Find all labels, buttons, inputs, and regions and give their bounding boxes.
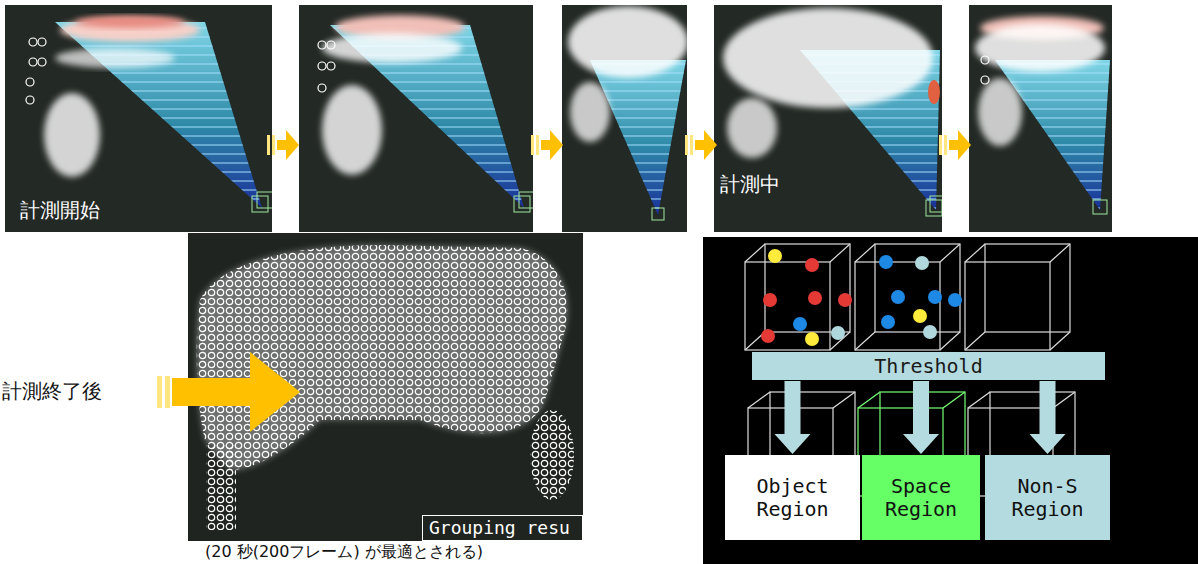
threshold-band: Threshold: [752, 352, 1105, 380]
note-text: (20 秒(200フレーム) が最適とされる): [205, 542, 483, 561]
arrow-shaft: [785, 381, 801, 435]
stage-label: 計測終了後: [2, 379, 102, 403]
node-text: Space Region: [868, 475, 974, 521]
node-text: Object Region: [731, 475, 854, 521]
threshold-arrow: [775, 381, 811, 454]
node-text: Threshold: [758, 355, 1099, 378]
result-caption-box: Grouping resu: [422, 515, 583, 541]
region-box: Non-S Region: [985, 455, 1110, 540]
stage-label: 計測中: [720, 172, 780, 196]
arrow-head: [775, 434, 811, 454]
region-box: Space Region: [862, 455, 980, 540]
stage-label: 計測開始: [20, 198, 100, 222]
arrow-head: [1030, 434, 1066, 454]
arrow-head: [903, 434, 939, 454]
region-box: Object Region: [725, 455, 860, 540]
arrow-shaft: [913, 381, 929, 435]
threshold-arrow: [903, 381, 939, 454]
threshold-arrow: [1030, 381, 1066, 454]
node-text: Non-S Region: [991, 475, 1104, 521]
node-text: Grouping resu: [429, 518, 576, 539]
arrow-shaft: [1040, 381, 1056, 435]
